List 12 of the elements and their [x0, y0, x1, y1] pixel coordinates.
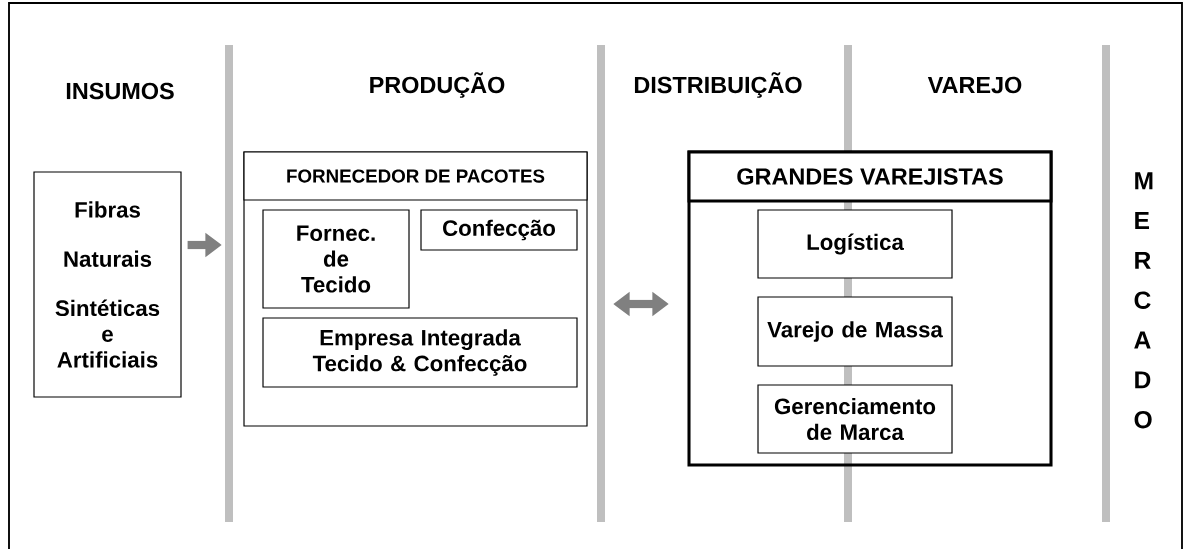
column-heading: INSUMOS — [66, 82, 174, 100]
vertical-label: MERCADO — [1134, 172, 1153, 429]
process-box: Fibras Naturais Sintéticas e Artificiais — [33, 171, 182, 398]
process-box: Fornec. de Tecido — [262, 209, 410, 309]
process-box: Varejo de Massa — [757, 296, 953, 367]
process-box: Confecção — [420, 209, 578, 251]
column-heading: DISTRIBUIÇÃO — [634, 72, 802, 98]
process-box: Empresa Integrada Tecido & Confecção — [262, 317, 578, 388]
column-heading: VAREJO — [927, 76, 1022, 94]
column-heading: PRODUÇÃO — [370, 72, 505, 98]
process-box: Logística — [757, 209, 953, 279]
process-box: Gerenciamento de Marca — [757, 384, 953, 454]
